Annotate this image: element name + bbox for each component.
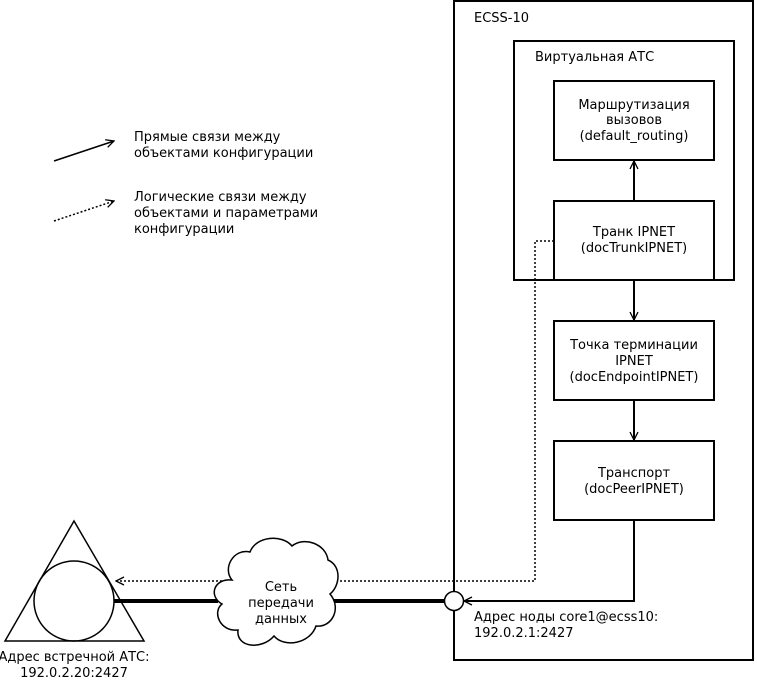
legend-logical-label-2: объектами и параметрами (134, 206, 318, 221)
transport-label-1: Транспорт (597, 466, 671, 481)
legend-direct-arrow (53, 141, 114, 162)
routing-label-1: Маршрутизация (578, 98, 689, 113)
endpoint-box (553, 320, 715, 401)
ecss-title: ECSS-10 (474, 11, 529, 26)
trunk-label-2: (docTrunkIPNET) (581, 241, 687, 256)
virtual-pbx-title: Виртуальная АТС (535, 50, 654, 65)
remote-label-2: 192.0.2.20:2427 (20, 666, 128, 681)
transport-label-2: (docPeerIPNET) (584, 482, 684, 497)
legend-direct-label-2: объектами конфигурации (134, 146, 313, 161)
endpoint-label-3: (docEndpointIPNET) (570, 370, 699, 385)
remote-label-1: Адрес встречной АТС: (0, 650, 150, 665)
legend-direct-label-1: Прямые связи между (134, 130, 281, 145)
node-label-1: Адрес ноды core1@ecss10: (474, 610, 658, 625)
routing-label-3: (default_routing) (580, 129, 689, 144)
logical-link-trunk-to-remote (116, 240, 554, 581)
endpoint-label-2: IPNET (615, 354, 653, 369)
routing-label-2: вызовов (606, 113, 662, 128)
arrow-transport-to-node (464, 520, 635, 601)
node-label-2: 192.0.2.1:2427 (474, 626, 574, 641)
network-label-3: данных (255, 612, 307, 627)
trunk-label-1: Транк IPNET (592, 225, 675, 240)
legend-logical-label-1: Логические связи между (134, 190, 307, 205)
network-cloud (213, 537, 339, 646)
network-label-1: Сеть (265, 580, 297, 595)
node-interface-circle (443, 590, 465, 612)
endpoint-label-1: Точка терминации (569, 338, 698, 353)
routing-box (553, 80, 715, 161)
transport-box (553, 440, 715, 521)
legend-logical-arrow (53, 201, 114, 222)
legend-logical-label-3: конфигурации (134, 222, 234, 237)
ecss-box (453, 0, 754, 661)
network-label-2: передачи (248, 596, 314, 611)
remote-pbx-triangle (3, 519, 146, 642)
remote-pbx-circle (33, 560, 115, 642)
